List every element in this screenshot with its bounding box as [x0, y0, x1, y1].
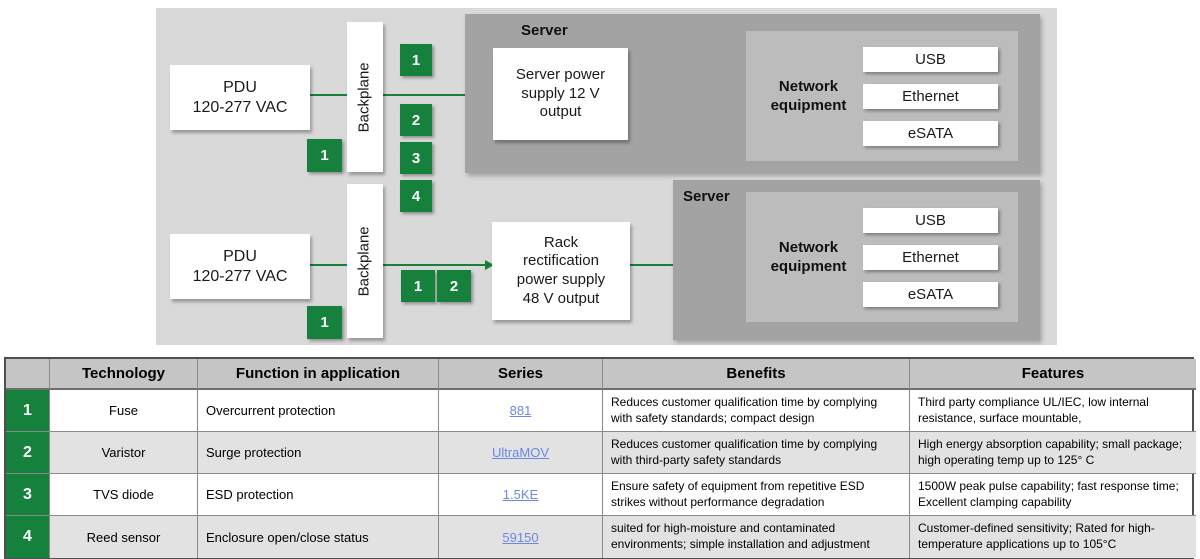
series-link[interactable]: UltraMOV [491, 445, 550, 460]
header-number [6, 359, 50, 390]
row-series: 59150 [439, 516, 603, 558]
row-features: High energy absorption capability; small… [910, 432, 1196, 474]
header-function: Function in application [198, 359, 439, 390]
series-link[interactable]: 881 [509, 403, 532, 418]
server-box-bottom: Server Network equipment USB Ethernet eS… [673, 180, 1040, 340]
badge-3-top: 3 [400, 142, 432, 174]
power-architecture-diagram: PDU 120-277 VAC Backplane 1 1 2 3 4 Serv… [156, 8, 1057, 345]
row-function: Enclosure open/close status [198, 516, 439, 558]
badge-2-bottom: 2 [437, 270, 471, 302]
network-equipment-box-top: Network equipment USB Ethernet eSATA [746, 31, 1018, 161]
badge-1-top: 1 [400, 44, 432, 76]
port-esata: eSATA [863, 121, 998, 146]
badge-fuse-top: 1 [307, 139, 342, 172]
row-number: 4 [6, 516, 50, 558]
server-box-top: Server Server power supply 12 V output N… [465, 14, 1040, 173]
row-function: Surge protection [198, 432, 439, 474]
rack-power-supply-box: Rack rectification power supply 48 V out… [492, 222, 630, 320]
components-table: Technology Function in application Serie… [4, 357, 1196, 559]
series-link[interactable]: 59150 [502, 529, 539, 545]
header-technology: Technology [50, 359, 198, 390]
server-label: Server [683, 188, 730, 205]
row-function: Overcurrent protection [198, 390, 439, 432]
pdu-box-top: PDU 120-277 VAC [170, 65, 310, 130]
row-technology: Fuse [50, 390, 198, 432]
port-ethernet: Ethernet [863, 245, 998, 270]
port-ethernet: Ethernet [863, 84, 998, 109]
row-number: 1 [6, 390, 50, 432]
badge-2-top: 2 [400, 104, 432, 136]
row-number: 2 [6, 432, 50, 474]
pdu-box-bottom: PDU 120-277 VAC [170, 234, 310, 299]
header-features: Features [910, 359, 1196, 390]
row-benefits: Reduces customer qualification time by c… [603, 390, 910, 432]
network-equipment-box-bottom: Network equipment USB Ethernet eSATA [746, 192, 1018, 322]
row-technology: Varistor [50, 432, 198, 474]
row-technology: Reed sensor [50, 516, 198, 558]
arrow-top-pdu-to-psu [310, 94, 486, 96]
row-series: UltraMOV [439, 432, 603, 474]
row-technology: TVS diode [50, 474, 198, 516]
badge-4-top: 4 [400, 180, 432, 212]
series-link[interactable]: 1.5KE [502, 487, 539, 502]
row-benefits: suited for high-moisture and contaminate… [603, 516, 910, 558]
row-number: 3 [6, 474, 50, 516]
row-benefits: Ensure safety of equipment from repetiti… [603, 474, 910, 516]
row-features: Customer-defined sensitivity; Rated for … [910, 516, 1196, 558]
port-usb: USB [863, 208, 998, 233]
server-power-supply-box: Server power supply 12 V output [493, 48, 628, 140]
network-equipment-label: Network equipment [770, 238, 847, 276]
badge-fuse-bottom: 1 [307, 306, 342, 339]
header-benefits: Benefits [603, 359, 910, 390]
backplane-box-bottom: Backplane [347, 184, 383, 338]
row-benefits: Reduces customer qualification time by c… [603, 432, 910, 474]
backplane-box-top: Backplane [347, 22, 383, 172]
row-series: 881 [439, 390, 603, 432]
arrowhead-icon [485, 260, 494, 270]
row-features: 1500W peak pulse capability; fast respon… [910, 474, 1196, 516]
port-esata: eSATA [863, 282, 998, 307]
server-label: Server [521, 22, 568, 39]
badge-1-bottom: 1 [401, 270, 435, 302]
arrow-bottom-pdu-to-psu [310, 264, 486, 266]
row-features: Third party compliance UL/IEC, low inter… [910, 390, 1196, 432]
header-series: Series [439, 359, 603, 390]
network-equipment-label: Network equipment [770, 77, 847, 115]
backplane-label: Backplane [355, 225, 373, 297]
row-series: 1.5KE [439, 474, 603, 516]
backplane-label: Backplane [355, 61, 373, 133]
port-usb: USB [863, 47, 998, 72]
row-function: ESD protection [198, 474, 439, 516]
